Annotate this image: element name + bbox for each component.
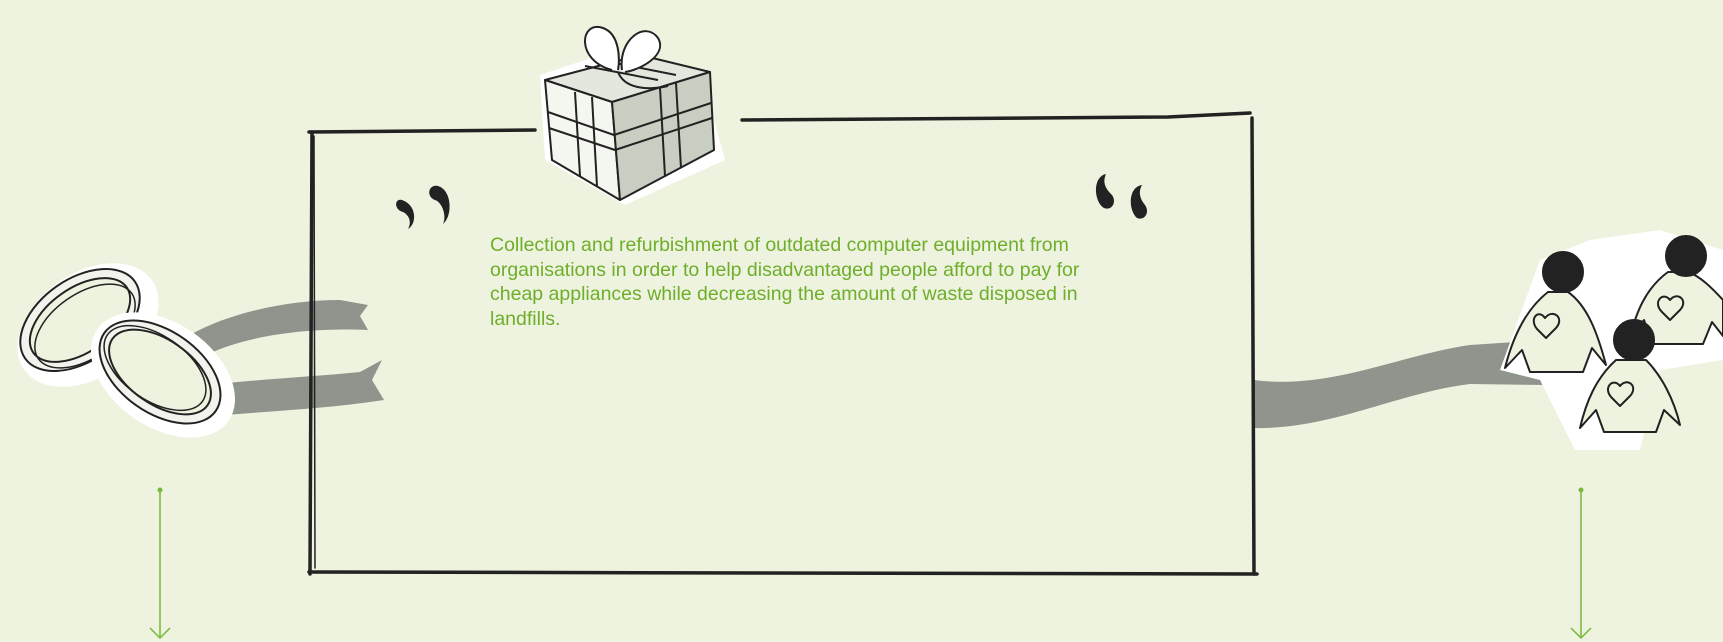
quote-text: Collection and refurbishment of outdated…: [490, 233, 1090, 331]
right-down-arrow: [1571, 488, 1591, 639]
open-quote-icon: [396, 186, 450, 229]
wedding-rings-icon: [0, 238, 258, 464]
people-with-hearts-icon: [1500, 230, 1723, 450]
gift-box-icon: [540, 27, 725, 205]
left-down-arrow: [150, 488, 170, 639]
quote-frame: [309, 113, 1257, 574]
close-quote-icon: [1096, 174, 1147, 219]
